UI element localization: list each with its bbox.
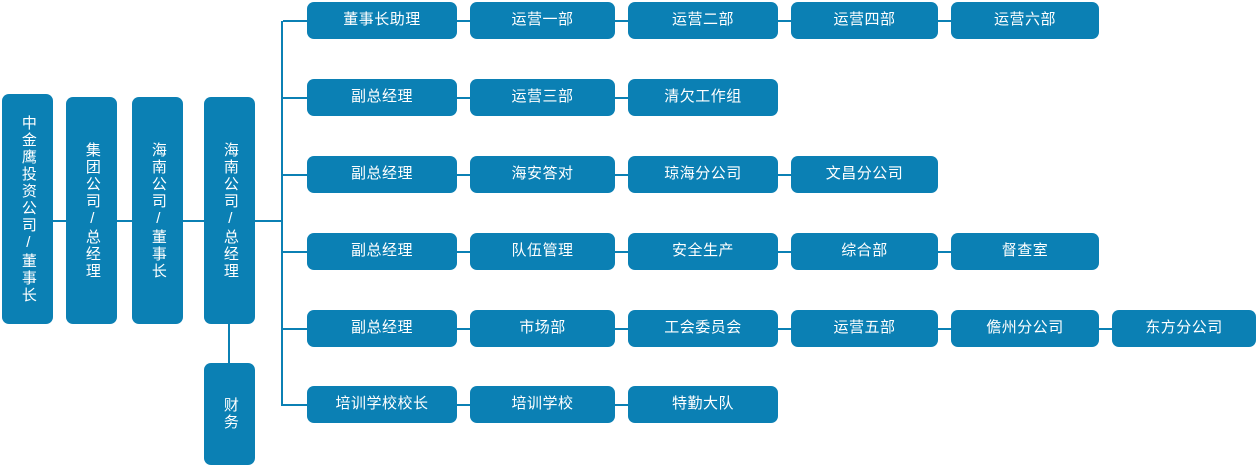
branch-node-r4c5[interactable]: 督查室 (951, 233, 1099, 270)
branch-node-label: 安全生产 (671, 242, 734, 260)
branch-node-r5c2[interactable]: 市场部 (470, 310, 615, 347)
connector-r1c4-r1c5 (938, 20, 951, 22)
branch-node-label: 运营一部 (511, 11, 574, 29)
connector-r1c3-r1c4 (778, 20, 791, 22)
connector-r2c2-r2c3 (615, 97, 628, 99)
branch-trunk-line (281, 21, 283, 406)
connector-spine-3-4 (183, 220, 204, 222)
spine-node-hainan-gm[interactable]: 海南公司/总经理 (204, 97, 255, 324)
branch-node-r6c1[interactable]: 培训学校校长 (307, 386, 457, 423)
branch-node-r1c5[interactable]: 运营六部 (951, 2, 1099, 39)
branch-node-label: 东方分公司 (1145, 319, 1223, 337)
branch-node-label: 特勤大队 (671, 395, 734, 413)
connector-trunk-row-5 (283, 328, 307, 330)
branch-node-label: 运营六部 (993, 11, 1056, 29)
spine-node-label: 中金鹰投资公司/董事长 (19, 114, 37, 304)
spine-node-hainan-chairman[interactable]: 海南公司/董事长 (132, 97, 183, 324)
branch-node-label: 运营四部 (833, 11, 896, 29)
branch-node-label: 培训学校 (511, 395, 574, 413)
branch-node-r1c4[interactable]: 运营四部 (791, 2, 938, 39)
connector-r4c1-r4c2 (457, 251, 470, 253)
branch-node-label: 工会委员会 (664, 319, 742, 337)
connector-r5c4-r5c5 (938, 328, 951, 330)
connector-trunk-row-2 (283, 97, 307, 99)
connector-spine-1-2 (53, 220, 66, 222)
connector-spine-to-trunk (255, 220, 283, 222)
branch-node-r4c1[interactable]: 副总经理 (307, 233, 457, 270)
branch-node-r1c2[interactable]: 运营一部 (470, 2, 615, 39)
branch-node-r3c1[interactable]: 副总经理 (307, 156, 457, 193)
branch-node-r5c3[interactable]: 工会委员会 (628, 310, 778, 347)
connector-r4c3-r4c4 (778, 251, 791, 253)
branch-node-label: 琼海分公司 (664, 165, 742, 183)
connector-trunk-row-4 (283, 251, 307, 253)
branch-node-r4c3[interactable]: 安全生产 (628, 233, 778, 270)
branch-node-r6c3[interactable]: 特勤大队 (628, 386, 778, 423)
branch-node-label: 副总经理 (350, 88, 413, 106)
connector-spine-2-3 (117, 220, 132, 222)
branch-node-r5c5[interactable]: 儋州分公司 (951, 310, 1099, 347)
spine-node-group-gm[interactable]: 集团公司/总经理 (66, 97, 117, 324)
connector-r4c2-r4c3 (615, 251, 628, 253)
branch-node-r1c3[interactable]: 运营二部 (628, 2, 778, 39)
branch-node-r4c4[interactable]: 综合部 (791, 233, 938, 270)
connector-r3c2-r3c3 (615, 174, 628, 176)
branch-node-label: 文昌分公司 (825, 165, 904, 183)
branch-node-r2c3[interactable]: 清欠工作组 (628, 79, 778, 116)
connector-r1c1-r1c2 (457, 20, 470, 22)
connector-r4c4-r4c5 (938, 251, 951, 253)
branch-node-r2c1[interactable]: 副总经理 (307, 79, 457, 116)
branch-node-label: 综合部 (841, 242, 888, 260)
spine-node-finance[interactable]: 财务 (204, 363, 255, 465)
branch-node-label: 运营五部 (833, 319, 896, 337)
branch-node-r3c3[interactable]: 琼海分公司 (628, 156, 778, 193)
connector-trunk-row-6 (283, 404, 307, 406)
branch-node-r2c2[interactable]: 运营三部 (470, 79, 615, 116)
branch-node-label: 队伍管理 (511, 242, 574, 260)
connector-r5c1-r5c2 (457, 328, 470, 330)
branch-node-r5c6[interactable]: 东方分公司 (1112, 310, 1256, 347)
branch-node-r5c4[interactable]: 运营五部 (791, 310, 938, 347)
branch-node-r1c1[interactable]: 董事长助理 (307, 2, 457, 39)
connector-r5c2-r5c3 (615, 328, 628, 330)
connector-trunk-row-1 (283, 20, 307, 22)
connector-r5c5-r5c6 (1099, 328, 1112, 330)
branch-node-label: 运营二部 (671, 11, 734, 29)
branch-node-label: 培训学校校长 (335, 395, 429, 413)
connector-r5c3-r5c4 (778, 328, 791, 330)
spine-node-label: 财务 (221, 397, 239, 431)
spine-node-label: 海南公司/董事长 (149, 141, 167, 280)
branch-node-label: 清欠工作组 (664, 88, 742, 106)
branch-node-label: 董事长助理 (343, 11, 421, 29)
connector-r2c1-r2c2 (457, 97, 470, 99)
connector-r3c3-r3c4 (778, 174, 791, 176)
branch-node-label: 市场部 (519, 319, 566, 337)
branch-node-r5c1[interactable]: 副总经理 (307, 310, 457, 347)
connector-r6c2-r6c3 (615, 404, 628, 406)
branch-node-r4c2[interactable]: 队伍管理 (470, 233, 615, 270)
branch-node-label: 运营三部 (511, 88, 574, 106)
branch-node-r6c2[interactable]: 培训学校 (470, 386, 615, 423)
branch-node-label: 副总经理 (350, 319, 413, 337)
branch-node-label: 副总经理 (350, 242, 413, 260)
spine-node-label: 集团公司/总经理 (83, 141, 101, 280)
branch-node-label: 儋州分公司 (986, 319, 1064, 337)
branch-node-label: 督查室 (1001, 242, 1049, 260)
connector-trunk-row-3 (283, 174, 307, 176)
branch-node-r3c2[interactable]: 海安答对 (470, 156, 615, 193)
branch-node-r3c4[interactable]: 文昌分公司 (791, 156, 938, 193)
spine-node-chairman-investment[interactable]: 中金鹰投资公司/董事长 (2, 94, 53, 324)
connector-r3c1-r3c2 (457, 174, 470, 176)
connector-r1c2-r1c3 (615, 20, 628, 22)
spine-node-label: 海南公司/总经理 (221, 141, 239, 280)
branch-node-label: 副总经理 (350, 165, 413, 183)
connector-gm-to-finance (228, 324, 230, 363)
connector-r6c1-r6c2 (457, 404, 470, 406)
branch-node-label: 海安答对 (511, 165, 574, 183)
